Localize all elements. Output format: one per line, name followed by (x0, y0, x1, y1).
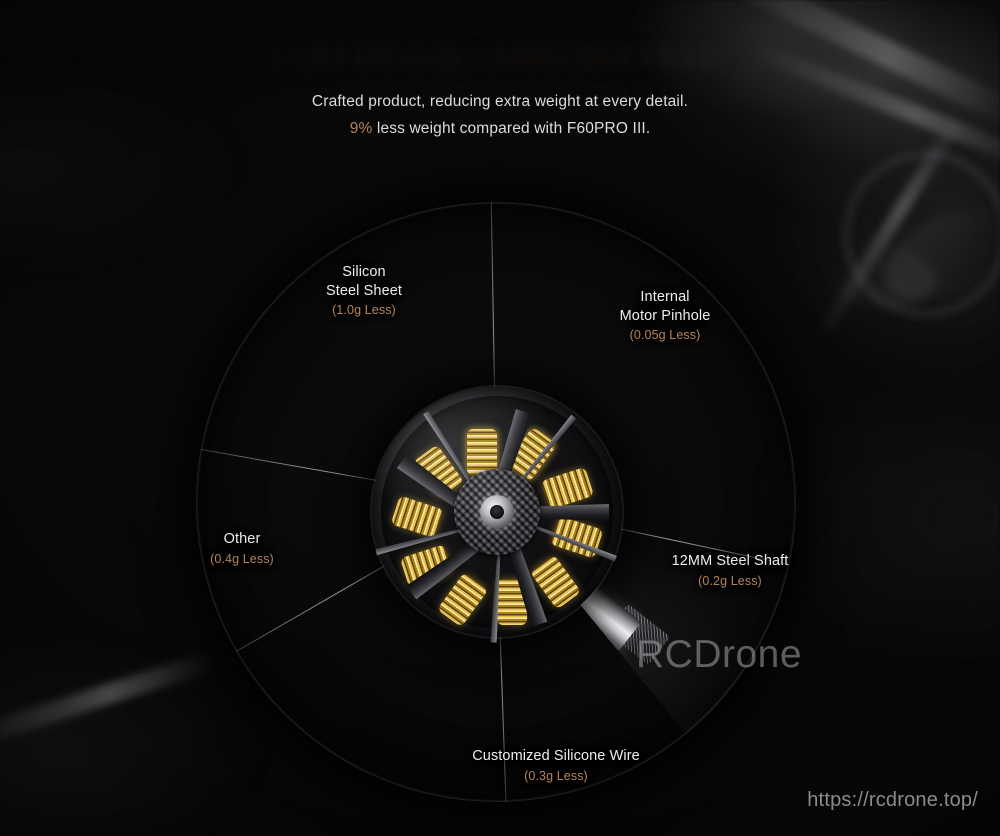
callout-title: Internal Motor Pinhole (619, 289, 711, 324)
subtitle-line-1: Crafted product, reducing extra weight a… (311, 92, 689, 110)
callout-internal-motor-pinhole: Internal Motor Pinhole (0.05g Less) (580, 288, 750, 343)
shadow-blob (678, 486, 788, 502)
callout-title: Customized Silicone Wire (472, 748, 640, 764)
callout-weight-note: (0.4g Less) (210, 551, 274, 566)
weight-saving-percent: 9% (349, 119, 373, 137)
motor-winding (467, 429, 497, 475)
callout-title: Other (223, 531, 261, 547)
subtitle-line-2-rest: less weight compared with F60PRO III. (372, 119, 651, 137)
motor-shaft-center (480, 495, 514, 529)
callout-weight-note: (1.0g Less) (332, 303, 396, 318)
page-title: LIGHTER & QUICKER RESPONSE (275, 43, 725, 73)
callout-weight-note: (0.3g Less) (524, 768, 588, 783)
callout-other: Other (0.4g Less) (180, 530, 304, 567)
callout-title: Silicon Steel Sheet (325, 264, 403, 299)
brand-watermark: RCDrone (636, 633, 803, 676)
callout-silicon-steel-sheet: Silicon Steel Sheet (1.0g Less) (284, 263, 444, 318)
header-block: LIGHTER & QUICKER RESPONSE Crafted produ… (0, 43, 1000, 138)
website-url: https://rcdrone.top/ (807, 789, 978, 811)
motor-hero-image (372, 387, 622, 637)
callout-weight-note: (0.05g Less) (629, 328, 701, 343)
callout-steel-shaft: 12MM Steel Shaft (0.2g Less) (640, 552, 820, 589)
callout-weight-note: (0.2g Less) (698, 573, 762, 588)
callout-title: 12MM Steel Shaft (671, 553, 789, 569)
background-motor-ring (842, 150, 1000, 318)
subtitle-line-2: 9% less weight compared with F60PRO III. (0, 120, 1000, 138)
callout-silicone-wire: Customized Silicone Wire (0.3g Less) (450, 747, 662, 784)
